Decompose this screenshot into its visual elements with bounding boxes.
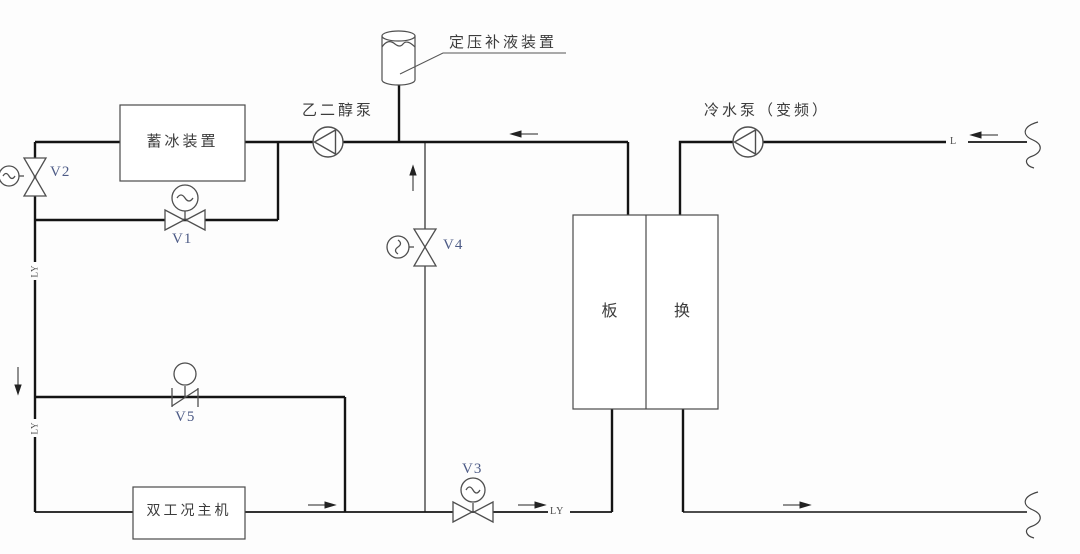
heat-exchanger-right-label: 换 — [673, 303, 690, 320]
valve-v5-label: V5 — [175, 409, 196, 425]
line-tag-l: L — [950, 136, 958, 147]
flow-arrows — [14, 130, 998, 509]
line-tag-ly-bottom: LY — [550, 506, 565, 517]
valve-v1-icon — [164, 184, 206, 232]
expansion-tank-label: 定压补液装置 — [449, 35, 558, 51]
valve-v1-label: V1 — [172, 231, 193, 247]
dual-duty-chiller-box — [132, 486, 246, 540]
valve-v3-label: V3 — [462, 461, 483, 477]
pipe-network — [33, 84, 1027, 513]
flow-arrow-down-left — [14, 367, 22, 396]
valve-v2-label: V2 — [50, 164, 71, 180]
ice-storage-box — [119, 104, 246, 182]
valve-v3-icon — [452, 477, 494, 524]
flow-arrow-left-top — [509, 130, 538, 138]
flow-arrow-left-right-end — [969, 131, 998, 139]
valve-v5-icon — [171, 362, 199, 407]
expansion-tank-symbol — [381, 30, 566, 86]
flow-arrow-up-bypass — [409, 164, 417, 191]
glycol-pump-label: 乙二醇泵 — [302, 103, 375, 119]
valve-v4-label: V4 — [443, 237, 464, 253]
valve-v4-icon — [386, 228, 438, 267]
chilled-water-pump-label: 冷水泵（变频） — [704, 103, 831, 119]
pipe-break-symbol-bottom-right — [1024, 491, 1041, 539]
pipe-break-symbol-top-right — [1024, 121, 1041, 169]
flow-arrow-right-ly — [518, 501, 547, 509]
flow-arrow-right-chiller-out — [308, 501, 337, 509]
equipment-boxes — [119, 104, 719, 540]
line-tag-ly-left-lower: LY — [29, 421, 40, 435]
chilled-water-pump-icon — [732, 126, 764, 158]
line-tag-ly-left-upper: LY — [29, 264, 40, 278]
ice-storage-label: 蓄冰装置 — [146, 134, 219, 150]
valve-v2-icon — [0, 157, 48, 197]
flow-arrow-right-bottom — [783, 501, 812, 509]
glycol-pump-icon — [312, 126, 344, 158]
dual-duty-chiller-label: 双工况主机 — [146, 504, 232, 519]
heat-exchanger-left-label: 板 — [601, 303, 618, 320]
plate-heat-exchanger-box — [572, 214, 719, 410]
